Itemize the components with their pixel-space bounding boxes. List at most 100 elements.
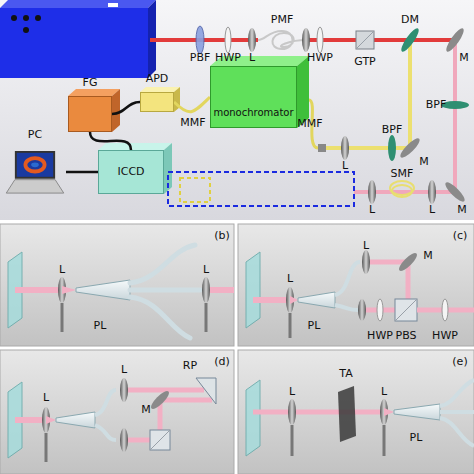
panel-d: [124, 388, 204, 393]
panel-d: [46, 416, 56, 424]
optical-components: [356, 31, 374, 49]
panel-e: [238, 350, 474, 474]
panel-e: [383, 425, 386, 456]
panel-d: [120, 428, 128, 452]
laptop-symbol: [5, 149, 65, 195]
panel-c: [377, 299, 383, 321]
component-label: L: [287, 273, 293, 285]
panel-c: [397, 251, 420, 274]
component-label: DM: [401, 14, 419, 26]
panel-c: [395, 299, 417, 321]
panel-c: [246, 252, 260, 328]
component-label: M: [141, 404, 151, 416]
laptop-box: PC: [4, 148, 66, 196]
panel-b: [130, 297, 190, 338]
component-label: L: [249, 52, 255, 64]
component-label: L: [369, 204, 375, 216]
laptop-frame: [15, 151, 55, 179]
panel-c: [290, 296, 298, 304]
panel-e: [384, 408, 394, 416]
component-label: BPF: [426, 99, 447, 111]
panel-c: [289, 313, 292, 338]
laser-head: [108, 3, 118, 7]
equipment-faces: [98, 143, 172, 150]
component-label: HWP: [367, 330, 393, 342]
cable: [112, 102, 140, 114]
node-label: FG: [83, 77, 98, 89]
panel-letter: (b): [214, 230, 230, 242]
panel-e: [394, 404, 440, 420]
optical-components: [317, 27, 323, 53]
laser-beam: [306, 38, 455, 42]
component-label: HWP: [307, 52, 333, 64]
optical-components: [196, 26, 204, 54]
panel-letter: (c): [453, 230, 468, 242]
panel-b: [130, 245, 195, 283]
panel-letter: (e): [452, 356, 467, 368]
panel-e: [291, 425, 294, 456]
detection-region: [168, 172, 354, 206]
component-label: PL: [94, 320, 107, 332]
optical-components: [388, 135, 396, 161]
component-label: L: [121, 364, 127, 376]
component-label: M: [419, 156, 429, 168]
optical-components: [196, 26, 469, 204]
optical-components: [392, 185, 412, 197]
optical-bench: [0, 0, 474, 220]
optical-components: [368, 180, 376, 204]
optical-components: [356, 31, 374, 49]
optical-components: [443, 180, 467, 204]
component-label: PL: [308, 320, 321, 332]
equipment-faces: [112, 89, 120, 132]
panel-d: [150, 430, 170, 450]
detector-box: APD: [140, 92, 174, 112]
laser-head: [0, 0, 156, 78]
component-label: L: [342, 160, 348, 172]
panel-c: [335, 262, 360, 295]
panel-b: [0, 224, 234, 346]
panel-c: [238, 224, 474, 346]
panel-e: [440, 418, 474, 446]
panel-d: [95, 425, 116, 440]
cable: [66, 171, 98, 174]
panel-b: [205, 303, 208, 332]
laser-head: [11, 15, 17, 21]
detection-region: [180, 178, 210, 202]
optical-fiber: [174, 97, 210, 112]
panel-b: [206, 287, 234, 293]
optical-components: [225, 27, 231, 53]
panel-d: [0, 350, 234, 474]
component-label: L: [203, 264, 209, 276]
optical-components: [318, 144, 326, 152]
panel-c: [358, 299, 366, 321]
panel-c: [335, 305, 358, 310]
emission-beam: [324, 146, 410, 150]
edge-label: MMF: [180, 117, 205, 129]
component-label: M: [423, 250, 433, 262]
panel-d: [15, 417, 46, 423]
component-label: L: [429, 204, 435, 216]
node-label: PC: [28, 129, 42, 141]
component-label: HWP: [432, 330, 458, 342]
panel-d: [120, 378, 128, 402]
laser-head: [23, 27, 29, 33]
component-label: L: [289, 386, 295, 398]
node-label: ICCD: [99, 166, 163, 178]
mode-image: [25, 158, 44, 171]
optical-components: [399, 26, 422, 54]
optical-components: [248, 28, 256, 52]
node-label: APD: [146, 73, 169, 85]
panel-c: [298, 292, 335, 308]
panel-e: [440, 410, 474, 414]
laser-beam: [453, 40, 457, 192]
node-label: monochromator: [211, 107, 296, 119]
panel-d: [0, 350, 234, 474]
equipment-faces: [68, 56, 309, 194]
panel-d: [160, 398, 212, 403]
panel-d: [149, 389, 172, 412]
panel-e: [253, 410, 384, 415]
panel-b: [76, 280, 130, 300]
laser-beam: [150, 40, 455, 192]
panel-b: [0, 224, 234, 346]
